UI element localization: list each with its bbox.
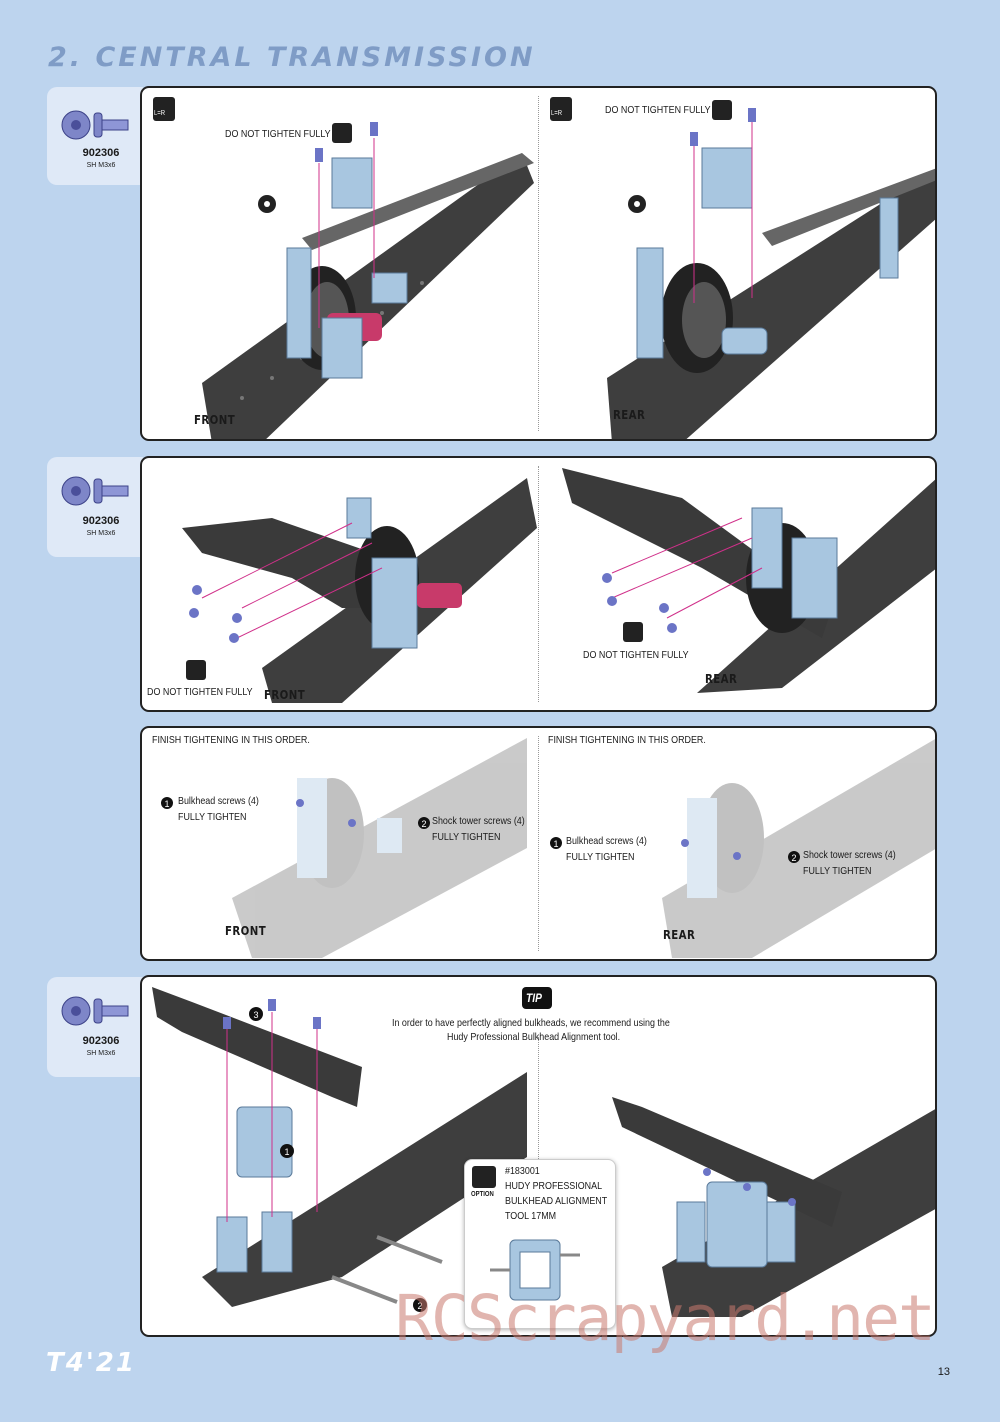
lr-badge-label: L=R xyxy=(551,110,563,117)
callout-2: 2 xyxy=(417,1301,422,1311)
note-label: DO NOT TIGHTEN FULLY xyxy=(147,686,253,698)
screw-icon xyxy=(61,996,129,1026)
direction-label: FRONT xyxy=(264,688,306,702)
callout-1: 1 xyxy=(284,1147,289,1157)
step-4-illustration: 3 1 2 xyxy=(152,987,935,1317)
callout-3: 3 xyxy=(253,1010,258,1020)
option-line-3: BULKHEAD ALIGNMENT xyxy=(505,1195,608,1207)
gear-check-icon xyxy=(628,195,646,213)
parts-tab: 902306 SH M3x6 xyxy=(47,977,143,1077)
parts-tab: 902306 SH M3x6 xyxy=(47,457,143,557)
option-badge-label: OPTION xyxy=(471,1191,494,1198)
item-1-number: 1 xyxy=(164,799,169,809)
step-3-illustration xyxy=(232,738,935,958)
lr-badge-icon xyxy=(153,97,175,121)
item-1-number: 1 xyxy=(553,839,558,849)
note-label: DO NOT TIGHTEN FULLY xyxy=(583,649,689,661)
panel-divider xyxy=(538,466,539,702)
part-number: 902306 xyxy=(82,515,120,527)
step-2-illustration xyxy=(182,468,935,703)
screw-tighten-icon xyxy=(332,123,352,143)
lr-badge-label: L=R xyxy=(154,110,166,117)
tip-badge-label: TIP xyxy=(526,991,542,1005)
item-2-number: 2 xyxy=(791,853,796,863)
note-label: DO NOT TIGHTEN FULLY xyxy=(225,128,331,140)
item-2-line-2: FULLY TIGHTEN xyxy=(803,865,872,877)
thumbs-up-icon xyxy=(472,1166,496,1188)
part-desc: SH M3x6 xyxy=(86,162,116,169)
item-2-line-2: FULLY TIGHTEN xyxy=(432,831,501,843)
note-label: DO NOT TIGHTEN FULLY xyxy=(605,104,711,116)
option-line-2: HUDY PROFESSIONAL xyxy=(505,1180,603,1192)
step-2-panel: DO NOT TIGHTEN FULLY FRONT DO NOT TIGHTE… xyxy=(140,456,937,712)
step-1-panel: L=R DO NOT TIGHTEN FULLY FRONT L=R DO NO… xyxy=(140,86,937,441)
callout-markers: 1 2 1 2 xyxy=(161,797,800,863)
alignment-tool-image xyxy=(490,1239,580,1301)
option-line-4: TOOL 17MM xyxy=(505,1210,557,1222)
panel-divider xyxy=(538,96,539,431)
gear-check-icon xyxy=(258,195,276,213)
tip-badge xyxy=(522,987,552,1009)
parts-tab: 902306 SH M3x6 xyxy=(47,87,143,185)
item-1-line-2: FULLY TIGHTEN xyxy=(178,811,247,823)
direction-label: REAR xyxy=(663,928,696,942)
item-1-line-2: FULLY TIGHTEN xyxy=(566,851,635,863)
panel-divider xyxy=(538,736,539,951)
tip-line-1: In order to have perfectly aligned bulkh… xyxy=(392,1017,670,1029)
step-3-panel: FINISH TIGHTENING IN THIS ORDER. Bulkhea… xyxy=(140,726,937,961)
item-1-line-1: Bulkhead screws (4) xyxy=(566,835,647,847)
step-1-illustration xyxy=(202,108,935,439)
page-title: 2. CENTRAL TRANSMISSION xyxy=(48,42,536,73)
item-2-number: 2 xyxy=(421,819,426,829)
watermark: RCScrapyard.net xyxy=(395,1282,936,1355)
lr-badge-icon xyxy=(550,97,572,121)
screw-tighten-icon xyxy=(623,622,643,642)
tip-line-2: Hudy Professional Bulkhead Alignment too… xyxy=(447,1031,621,1043)
direction-label: REAR xyxy=(705,672,738,686)
screw-tighten-icon xyxy=(712,100,732,120)
part-number: 902306 xyxy=(82,147,120,159)
direction-label: FRONT xyxy=(225,924,267,938)
item-1-line-1: Bulkhead screws (4) xyxy=(178,795,259,807)
screw-icon xyxy=(61,476,129,506)
part-number: 902306 xyxy=(82,1035,120,1047)
footer-logo: T4'21 xyxy=(46,1348,136,1378)
option-card: OPTION #183001 HUDY PROFESSIONAL BULKHEA… xyxy=(464,1159,616,1329)
direction-label: REAR xyxy=(613,408,646,422)
option-line-1: #183001 xyxy=(505,1165,540,1177)
item-2-line-1: Shock tower screws (4) xyxy=(432,815,525,827)
part-desc: SH M3x6 xyxy=(86,1050,116,1057)
part-desc: SH M3x6 xyxy=(86,530,116,537)
screw-tighten-icon xyxy=(186,660,206,680)
step-4-panel: 3 1 2 TIP In order to have perfectly ali… xyxy=(140,975,937,1337)
page-number: 13 xyxy=(937,1366,950,1378)
step-3-heading: FINISH TIGHTENING IN THIS ORDER. xyxy=(548,734,706,746)
screw-icon xyxy=(61,110,129,140)
step-3-heading: FINISH TIGHTENING IN THIS ORDER. xyxy=(152,734,310,746)
direction-label: FRONT xyxy=(194,413,236,427)
item-2-line-1: Shock tower screws (4) xyxy=(803,849,896,861)
